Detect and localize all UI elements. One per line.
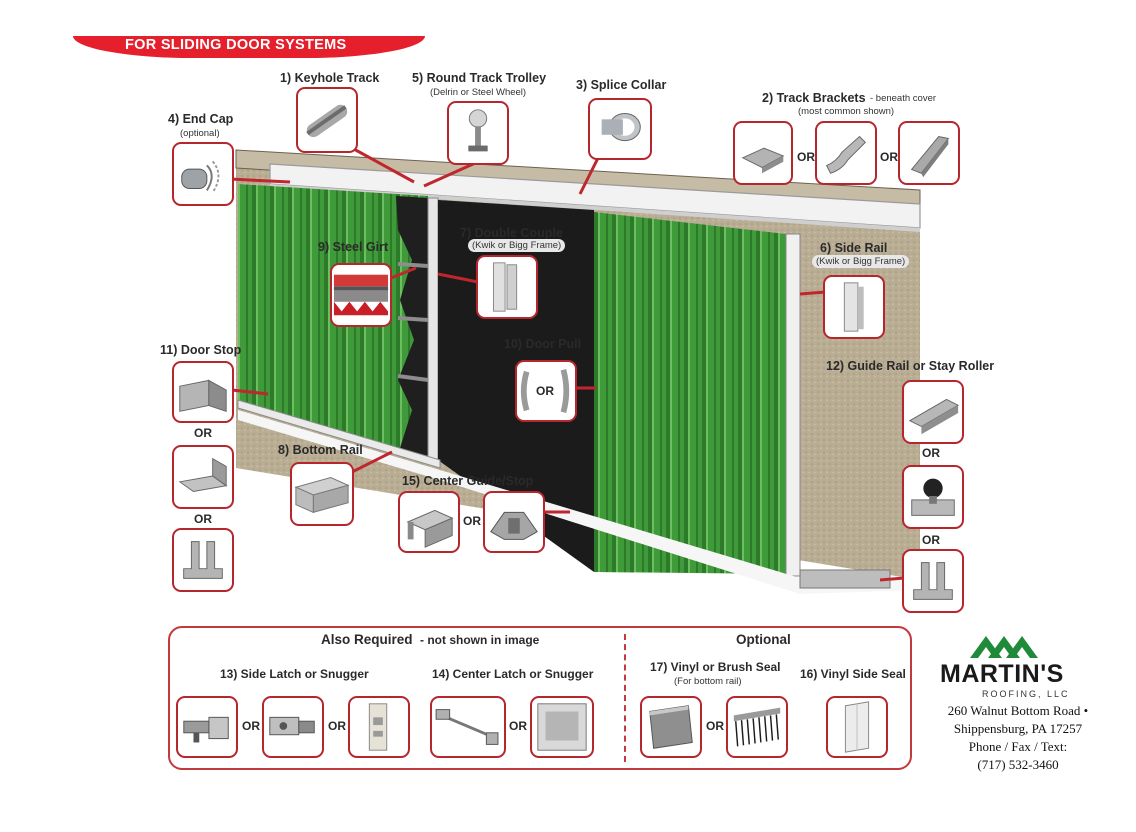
label-double-couple: 7) Double Couple xyxy=(460,226,563,240)
label-track-brackets: 2) Track Brackets xyxy=(762,91,866,105)
or-seal: OR xyxy=(706,719,724,733)
label-bottom-rail: 8) Bottom Rail xyxy=(278,443,363,457)
address-line-2: Shippensburg, PA 17257 xyxy=(953,721,1083,736)
track-bracket-image-2 xyxy=(815,121,877,185)
center-latch-image-1 xyxy=(430,696,506,758)
title-banner: FOR SLIDING DOOR SYSTEMS xyxy=(73,36,425,58)
label-door-pull: 10) Door Pull xyxy=(504,337,582,351)
or-side-latch-2: OR xyxy=(328,719,346,733)
keyhole-track-image xyxy=(296,87,358,153)
label-side-latch: 13) Side Latch or Snugger xyxy=(220,667,369,681)
or-bracket-2: OR xyxy=(880,150,898,164)
center-guide-image-1 xyxy=(398,491,460,553)
sub-vinyl-brush-seal: (For bottom rail) xyxy=(674,676,742,687)
or-bracket-1: OR xyxy=(797,150,815,164)
label-vinyl-brush-seal: 17) Vinyl or Brush Seal xyxy=(650,660,781,674)
track-bracket-image-1 xyxy=(733,121,793,185)
or-door-pull: OR xyxy=(536,384,554,398)
left-bottom-rail xyxy=(237,399,441,469)
steel-girt-image xyxy=(330,263,392,327)
label-guide-rail: 12) Guide Rail or Stay Roller xyxy=(826,359,995,373)
sub-track-brackets: (most common shown) xyxy=(798,106,895,117)
sub-double-couple: (Kwik or Bigg Frame) xyxy=(468,239,566,252)
optional-title: Optional xyxy=(736,632,791,647)
also-required-note: - not shown in image xyxy=(420,633,540,647)
end-cap-image xyxy=(172,142,234,206)
vinyl-side-seal-image xyxy=(826,696,888,758)
side-rail-image xyxy=(823,275,885,339)
door-stop-image-3 xyxy=(172,528,234,592)
track-bracket-image-3 xyxy=(898,121,960,185)
stay-roller-image xyxy=(902,465,964,529)
also-required-title: Also Required xyxy=(321,632,413,647)
note-track-brackets: - beneath cover xyxy=(870,93,937,104)
vinyl-seal-image xyxy=(640,696,702,758)
label-end-cap: 4) End Cap xyxy=(168,112,234,126)
sub-side-rail: (Kwik or Bigg Frame) xyxy=(812,255,910,268)
company-logo xyxy=(942,634,1072,709)
center-latch-image-2 xyxy=(530,696,594,758)
label-steel-girt: 9) Steel Girt xyxy=(318,240,389,254)
double-couple-image xyxy=(476,255,538,319)
or-side-latch-1: OR xyxy=(242,719,260,733)
or-center-latch: OR xyxy=(509,719,527,733)
sub-round-track-trolley: (Delrin or Steel Wheel) xyxy=(430,87,527,98)
guide-rail-image xyxy=(902,380,964,444)
label-round-track-trolley: 5) Round Track Trolley xyxy=(412,71,547,85)
door-stop-image-2 xyxy=(172,445,234,509)
or-door-stop-1: OR xyxy=(194,426,212,440)
brush-seal-image xyxy=(726,696,788,758)
or-door-stop-2: OR xyxy=(194,512,212,526)
side-latch-image-1 xyxy=(176,696,238,758)
side-latch-image-3 xyxy=(348,696,410,758)
or-guide-rail-1: OR xyxy=(922,446,940,460)
center-guide-image-2 xyxy=(483,491,545,553)
panel-divider xyxy=(624,634,626,762)
address-line-1: 260 Walnut Bottom Road • xyxy=(947,703,1089,718)
splice-collar-image xyxy=(588,98,652,160)
stay-roller-image-2 xyxy=(902,549,964,613)
sub-end-cap: (optional) xyxy=(180,128,220,139)
or-center-guide: OR xyxy=(463,514,481,528)
company-tagline: ROOFING, LLC xyxy=(982,689,1070,699)
side-latch-image-2 xyxy=(262,696,324,758)
side-rail-frame xyxy=(785,233,801,577)
company-name: MARTIN'S xyxy=(940,660,1064,688)
label-splice-collar: 3) Splice Collar xyxy=(576,78,667,92)
label-keyhole-track: 1) Keyhole Track xyxy=(280,71,380,85)
or-guide-rail-2: OR xyxy=(922,533,940,547)
label-door-stop: 11) Door Stop xyxy=(160,343,242,357)
right-door-panel xyxy=(594,212,786,574)
accessories-panel xyxy=(168,626,912,770)
door-pull-image xyxy=(515,360,577,422)
label-center-latch: 14) Center Latch or Snugger xyxy=(432,667,594,681)
bottom-rail-image xyxy=(290,462,354,526)
label-vinyl-side-seal: 16) Vinyl Side Seal xyxy=(800,667,906,681)
phone-number: (717) 532-3460 xyxy=(977,757,1059,772)
left-door-cutaway xyxy=(396,196,428,456)
label-side-rail: 6) Side Rail xyxy=(820,241,888,255)
roof-logo-icon xyxy=(970,636,1038,658)
contact-label: Phone / Fax / Text: xyxy=(968,739,1068,754)
double-couple-frame xyxy=(427,197,439,461)
label-center-guide: 15) Center Guide/Stop xyxy=(402,474,534,488)
banner-text: FOR SLIDING DOOR SYSTEMS xyxy=(125,37,347,53)
door-stop-image-1 xyxy=(172,361,234,423)
round-track-trolley-image xyxy=(447,101,509,165)
